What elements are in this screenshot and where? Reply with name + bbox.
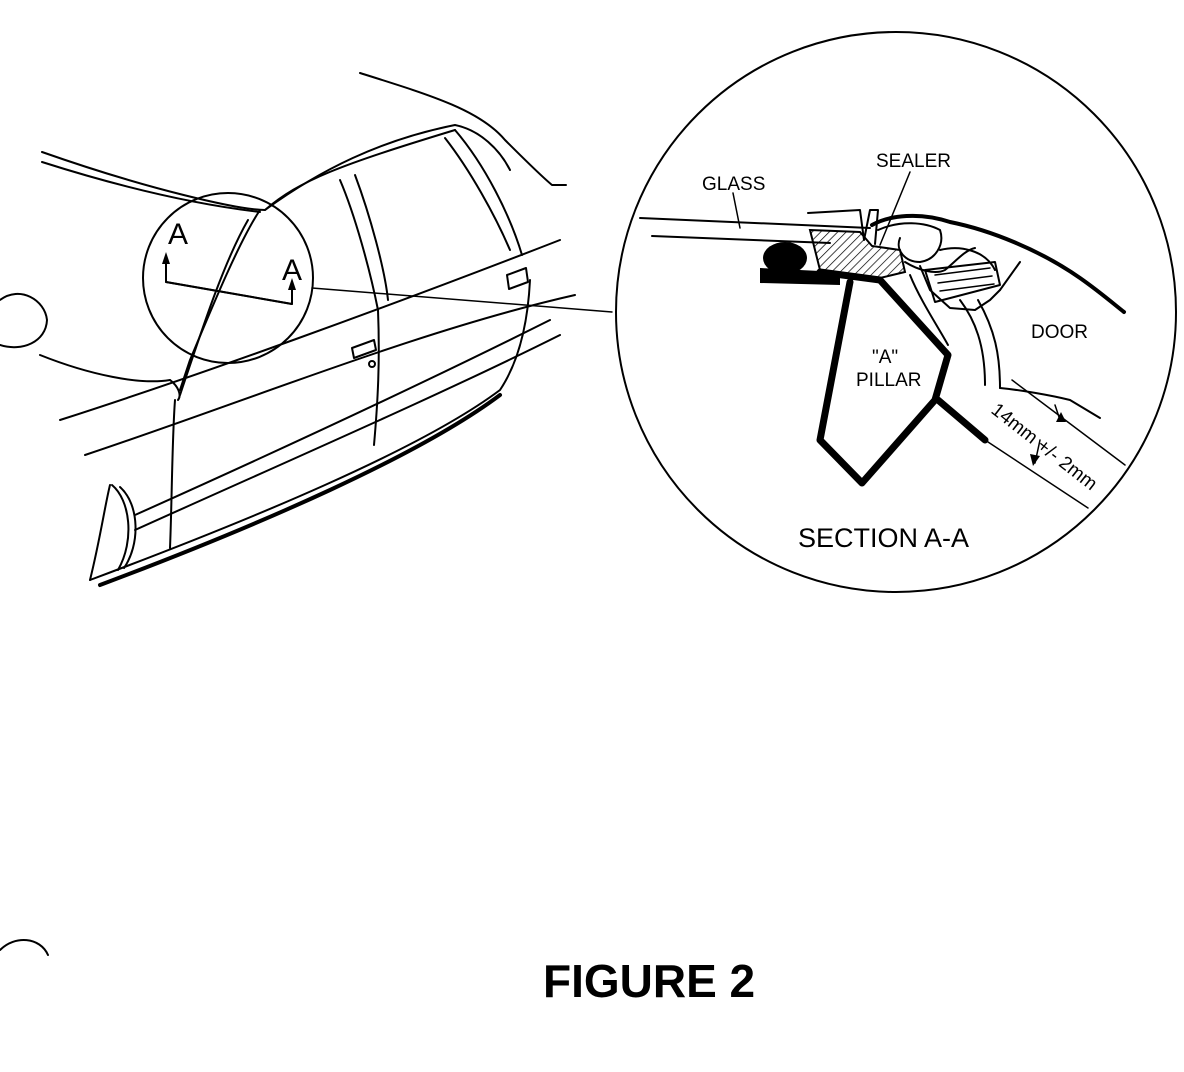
- glass-label: GLASS: [702, 174, 765, 195]
- section-mark-right: A: [282, 254, 302, 287]
- pillar-label-line2: PILLAR: [856, 370, 921, 391]
- section-detail: DOOR 14mm +/- 2mm GLASS SEALER "A" PILLA…: [615, 31, 1177, 593]
- car-body-illustration: [0, 72, 576, 587]
- pillar-label-line1: "A": [872, 347, 898, 368]
- sealer-label: SEALER: [876, 151, 951, 172]
- magnifier-circle: A A: [142, 192, 613, 364]
- section-title: SECTION A-A: [798, 523, 969, 553]
- door-label: DOOR: [1031, 322, 1088, 343]
- section-mark-left: A: [168, 218, 188, 251]
- edge-circle-fragment: [0, 938, 49, 956]
- figure-title: FIGURE 2: [543, 955, 755, 1007]
- dimension-label: 14mm +/- 2mm: [987, 399, 1101, 495]
